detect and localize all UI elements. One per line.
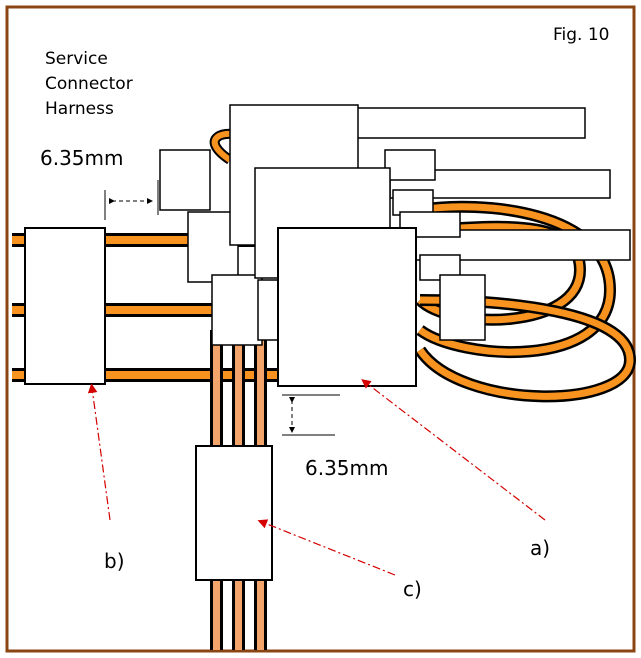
connector-c (195, 445, 273, 581)
callout-c-label: c) (403, 577, 422, 601)
connector-stack (159, 104, 631, 346)
title-line-1: Service (45, 49, 108, 69)
dimension-bottom-marker (282, 394, 340, 436)
callout-a-label: a) (530, 536, 550, 560)
dimension-bottom-label: 6.35mm (305, 456, 389, 480)
title-line-2: Connector (45, 74, 133, 94)
callout-lines (87, 379, 546, 576)
dimension-top-label: 6.35mm (40, 146, 124, 170)
title-line-3: Harness (45, 99, 114, 119)
callout-b-label: b) (104, 549, 125, 573)
fig-label: Fig. 10 (553, 25, 610, 45)
connector-b (24, 227, 106, 385)
figure-frame (5, 5, 636, 653)
dimension-top-marker (104, 180, 159, 220)
connector-a (277, 227, 417, 387)
